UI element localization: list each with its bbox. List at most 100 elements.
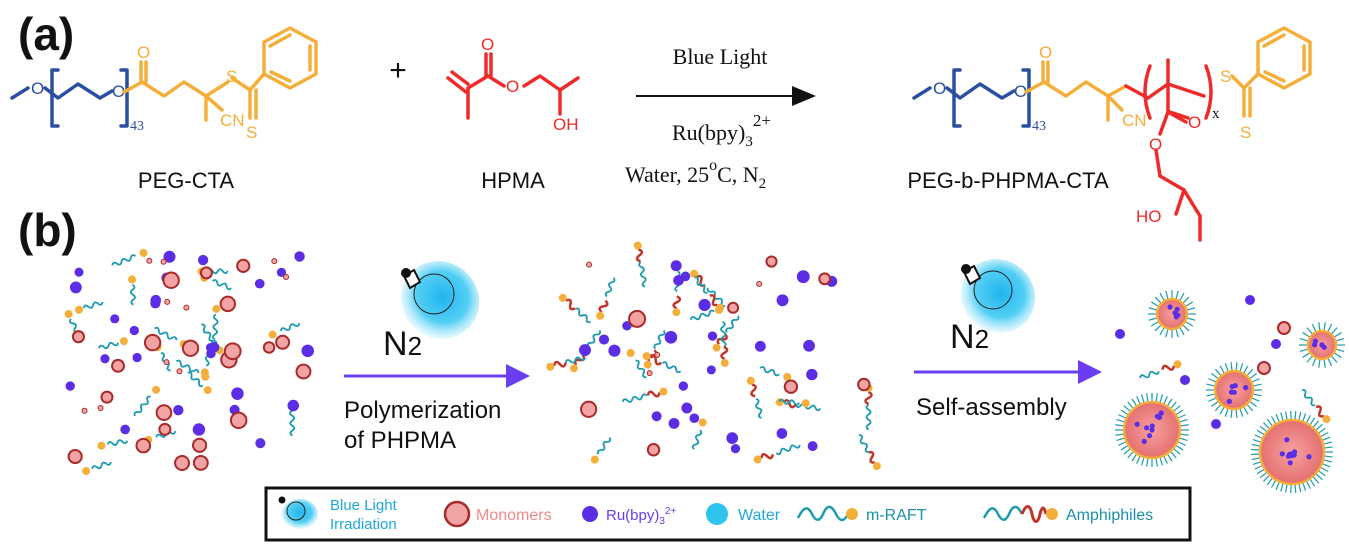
micelle-corona-chain (1309, 478, 1316, 487)
raft-chain (128, 275, 137, 306)
step1-label-line2: of PHPMA (344, 427, 456, 454)
raft-chain (133, 385, 161, 417)
micelle-encapsulated-ru (1306, 454, 1312, 460)
micelle-corona-chain (1246, 368, 1254, 377)
ru-catalyst-dot (622, 321, 632, 331)
micelle-corona-chain (1321, 436, 1331, 441)
micelle-corona-chain (1208, 378, 1217, 383)
micelle-corona-chain (1136, 455, 1141, 464)
chain-end-group (97, 441, 106, 450)
chain-segment (759, 365, 780, 377)
ru-catalyst-dot (74, 267, 84, 277)
product-x: x (1212, 106, 1220, 122)
micelle-encapsulated-ru (1226, 398, 1232, 404)
ru-catalyst-dot (132, 352, 142, 363)
micelle-corona-chain (1319, 466, 1329, 472)
micelle-corona-chain (1315, 423, 1323, 431)
product-ho: HO (1136, 207, 1162, 226)
amphiphile-chain (633, 241, 647, 288)
cta-s2: S (246, 123, 257, 142)
micelle (1299, 322, 1345, 368)
chain-end-group (128, 275, 137, 284)
micelle-corona-chain (1165, 290, 1169, 300)
micelle-corona-chain (1330, 327, 1338, 335)
monomer-dot (100, 390, 114, 404)
chain-segment (691, 429, 703, 450)
chain-segment (106, 439, 129, 446)
micelle-corona-chain (1322, 459, 1332, 463)
chain-end-group (1322, 415, 1331, 424)
ru-catalyst-dot (287, 399, 300, 412)
micelle-corona-chain (1206, 383, 1216, 387)
ru-catalyst-dot (776, 428, 788, 439)
micelle-corona-chain (1178, 419, 1188, 423)
chain-segment (778, 398, 800, 406)
micelle-corona-chain (1178, 437, 1188, 441)
step1-arrow-head (506, 364, 530, 388)
monomer-small-dot (646, 370, 653, 377)
raft-chain (778, 398, 810, 408)
peg-cta-structure: O O 43 O S S CN (10, 26, 318, 142)
chain-end-group (643, 360, 652, 369)
ru-catalyst-dot (807, 441, 818, 452)
peg-cta-name: PEG-CTA (138, 168, 234, 193)
micelle-corona-chain (1333, 352, 1342, 358)
micelle-corona-chain (1306, 327, 1314, 335)
micelle-corona-chain (1302, 332, 1311, 338)
micelle-corona-chain (1335, 337, 1345, 342)
amphiphile-chain (1139, 360, 1182, 379)
chain-hydrophobic-block (598, 299, 609, 313)
micelle-corona-chain (1148, 317, 1158, 321)
step1-lamp-icon (401, 268, 411, 278)
monomer-small-dot (146, 257, 153, 264)
micelle-corona-chain (1177, 414, 1186, 419)
micelle-encapsulated-ru (1243, 385, 1249, 391)
plus-sign: + (389, 54, 407, 87)
chain-segment (596, 437, 612, 455)
micelle-corona-chain (1302, 352, 1311, 358)
raft-chain (111, 248, 148, 266)
monomer-dot (67, 448, 83, 465)
chain-end-group (1173, 360, 1182, 369)
micelle-corona-chain (1172, 447, 1181, 455)
chain-segment (661, 361, 682, 374)
chain-segment (153, 326, 178, 341)
legend-amphiphiles: Amphiphiles (1066, 507, 1153, 524)
chain-segment (635, 359, 647, 379)
micelle-corona-chain (1131, 453, 1138, 462)
step1-n2: N2 (383, 325, 422, 363)
hpma-ester-o: O (506, 77, 519, 96)
chain-end-group (746, 376, 755, 385)
chain-end-group (626, 349, 635, 358)
chain-end-group (642, 352, 651, 361)
micelle-corona-chain (1285, 483, 1288, 493)
micelle-corona-chain (1242, 365, 1249, 374)
micelle-corona-chain (1252, 393, 1262, 397)
ru-catalyst-dot (706, 365, 716, 375)
product-ester-o: O (1149, 135, 1162, 154)
micelle-corona-chain (1246, 403, 1254, 412)
monomer-small-dot (97, 404, 104, 411)
chain-segment (575, 307, 591, 324)
micelle-encapsulated-ru (1149, 427, 1155, 433)
chain-hydrophobic-block (720, 345, 729, 361)
monomer-dot (219, 295, 237, 313)
chain-hydrophobic-block (635, 248, 644, 263)
step2-label: Self-assembly (916, 394, 1067, 421)
micelle-corona-chain (1249, 373, 1258, 380)
peg-o1: O (31, 79, 44, 98)
micelle-encapsulated-ru (1144, 425, 1150, 431)
micelle-corona-chain (1146, 393, 1149, 403)
monomer-small-dot (271, 258, 278, 265)
micelle-corona-chain (1127, 401, 1135, 410)
product-carbonyl-o: O (1039, 43, 1052, 62)
ru-catalyst-dot (1245, 295, 1255, 305)
micelle-corona-chain (1299, 348, 1309, 353)
micelle (1251, 411, 1333, 493)
legend-ru-icon (582, 506, 598, 522)
micelle-corona-chain (1270, 479, 1277, 488)
micelle-corona-chain (1327, 323, 1333, 333)
chain-end-group (712, 343, 721, 352)
monomer-small-dot (183, 304, 190, 311)
ru-catalyst-dot (651, 411, 662, 422)
